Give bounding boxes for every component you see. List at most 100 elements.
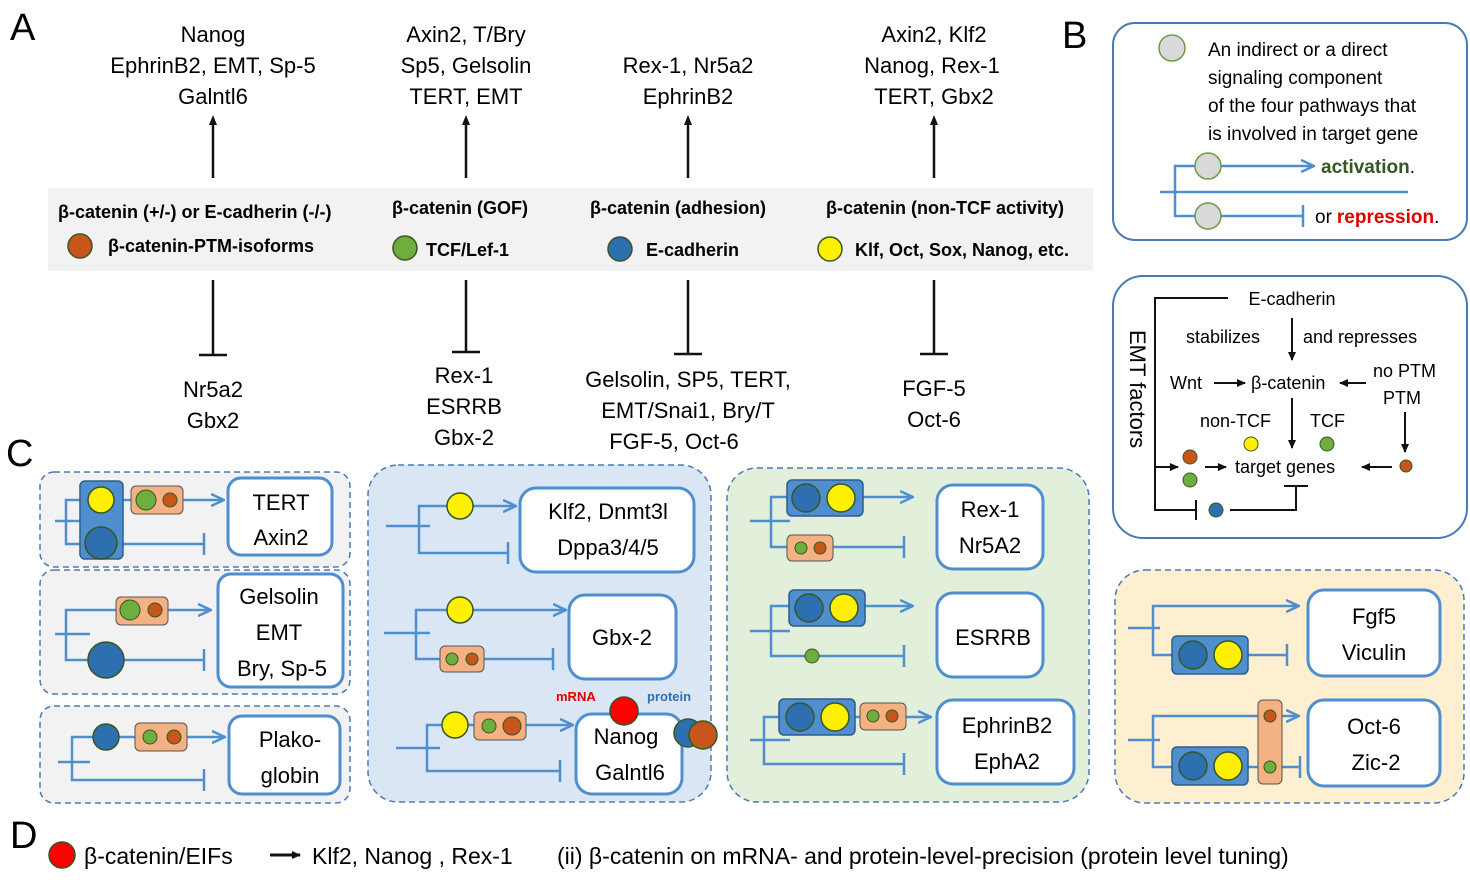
ptm-isoform-icon bbox=[1263, 709, 1277, 723]
component-label: β-catenin-PTM-isoforms bbox=[108, 236, 314, 256]
ptm-isoform-icon bbox=[465, 652, 479, 666]
component-label: E-cadherin bbox=[646, 240, 739, 260]
target-gene-line: ESRRB bbox=[955, 625, 1031, 650]
ecadherin-icon bbox=[1178, 640, 1208, 670]
activated-genes-line: Galntl6 bbox=[178, 84, 248, 109]
repressed-genes-line: Rex-1 bbox=[435, 363, 494, 388]
ptm-label: PTM bbox=[1383, 388, 1421, 408]
activated-genes-line: Axin2, T/Bry bbox=[406, 22, 525, 47]
yellow-factor-icon bbox=[441, 711, 469, 739]
tcf-icon bbox=[135, 489, 157, 511]
emt-box bbox=[1112, 275, 1468, 539]
ptm-isoform-dot bbox=[1399, 459, 1413, 473]
repression-line bbox=[64, 634, 204, 662]
ecadherin-icon bbox=[785, 702, 815, 732]
target-gene-line: Rex-1 bbox=[961, 497, 1020, 522]
repression-line bbox=[769, 631, 904, 658]
activation-arrow bbox=[769, 497, 912, 521]
activation-arrow bbox=[1151, 606, 1298, 628]
tcf-label: TCF bbox=[1310, 411, 1345, 431]
activation-arrow bbox=[1151, 716, 1298, 740]
target-gene-line: Galntl6 bbox=[595, 760, 665, 785]
ptm-isoform-icon bbox=[813, 541, 827, 555]
pathway-column-3: Rex-1, Nr5a2 EphrinB2 β-catenin (adhesio… bbox=[585, 53, 791, 454]
target-gene-box bbox=[226, 476, 334, 557]
yellow-factor-icon bbox=[820, 702, 850, 732]
tcf-dot bbox=[1319, 436, 1335, 452]
legend-activation-text: activation. bbox=[1321, 157, 1415, 178]
panel-a: Nanog EphrinB2, EMT, Sp-5 Galntl6 β-cate… bbox=[48, 22, 1093, 454]
panel-c-green-group: Rex-1 Nr5A2 ESRRB EphrinB2 EphA2 bbox=[726, 467, 1090, 803]
tcf-icon bbox=[119, 599, 141, 621]
signaling-component-icon bbox=[1158, 34, 1186, 62]
tcf-icon bbox=[445, 652, 459, 666]
target-gene-line: Bry, Sp-5 bbox=[237, 656, 327, 681]
target-gene-line: Nr5A2 bbox=[959, 533, 1021, 558]
complex-box bbox=[786, 534, 834, 562]
target-gene-box bbox=[567, 593, 678, 681]
repressed-genes-line: FGF-5, Oct-6 bbox=[609, 429, 739, 454]
target-gene-line: EphrinB2 bbox=[962, 713, 1053, 738]
repressed-genes-line: ESRRB bbox=[426, 394, 502, 419]
repressed-genes-line: Gbx2 bbox=[187, 408, 240, 433]
tcf-icon bbox=[794, 541, 808, 555]
tcf-icon bbox=[866, 709, 880, 723]
target-gene-line: Nanog bbox=[594, 724, 659, 749]
yellow-factor-icon bbox=[446, 492, 474, 520]
activation-word: activation bbox=[1321, 157, 1410, 178]
panel-d-targets: Klf2, Nanog , Rex-1 bbox=[312, 843, 513, 869]
target-gene-box bbox=[518, 486, 696, 574]
repression-line bbox=[1151, 740, 1300, 769]
component-dot-ptm-isoforms bbox=[67, 233, 93, 259]
panel-letter-d: D bbox=[10, 815, 37, 857]
yellow-factor-icon bbox=[829, 593, 859, 623]
ptm-isoform-icon bbox=[688, 720, 718, 750]
target-gene-line: Axin2 bbox=[253, 525, 308, 550]
panel-c-yellow-group: Fgf5 Viculin Oct-6 Zic-2 bbox=[1114, 569, 1465, 804]
repressed-genes-line: EMT/Snai1, Bry/T bbox=[601, 398, 775, 423]
activation-arrow bbox=[414, 610, 565, 633]
represses-label: and represses bbox=[1303, 327, 1417, 347]
target-gene-line: Dppa3/4/5 bbox=[557, 535, 659, 560]
ecadherin-icon bbox=[92, 723, 120, 751]
ecadherin-icon bbox=[794, 593, 824, 623]
activation-arrow bbox=[417, 506, 515, 526]
ecadherin-icon bbox=[84, 526, 118, 560]
repressed-genes-line: Gbx-2 bbox=[434, 425, 494, 450]
activated-genes-line: TERT, EMT bbox=[409, 84, 522, 109]
pathway-state-label: β-catenin (GOF) bbox=[392, 198, 528, 218]
legend-line: signaling component bbox=[1208, 68, 1383, 89]
target-gene-line: globin bbox=[261, 763, 320, 788]
panel-c-blue-group: Klf2, Dnmt3l Dppa3/4/5 Gbx-2 Nanog Galnt… bbox=[367, 464, 718, 803]
repression-line bbox=[414, 633, 553, 661]
repression-line bbox=[64, 521, 204, 546]
complex-box bbox=[1257, 699, 1283, 785]
pathway-column-2: Axin2, T/Bry Sp5, Gelsolin TERT, EMT β-c… bbox=[392, 22, 531, 450]
yellow-factor-icon bbox=[1213, 751, 1243, 781]
ecadherin-icon bbox=[791, 483, 821, 513]
legend-line: is involved in target gene bbox=[1208, 124, 1418, 145]
target-gene-line: Oct-6 bbox=[1347, 714, 1401, 739]
target-genes-label: target genes bbox=[1235, 457, 1335, 477]
protein-label: protein bbox=[647, 689, 691, 704]
repression-line bbox=[70, 762, 204, 782]
component-label: TCF/Lef-1 bbox=[426, 240, 509, 260]
target-gene-line: EMT bbox=[256, 620, 302, 645]
ecadherin-icon bbox=[87, 641, 125, 679]
wnt-label: Wnt bbox=[1170, 373, 1202, 393]
repression-line bbox=[417, 526, 508, 555]
component-label: Klf, Oct, Sox, Nanog, etc. bbox=[855, 240, 1069, 260]
legend-line: of the four pathways that bbox=[1208, 96, 1417, 117]
ptm-isoform-icon bbox=[885, 709, 899, 723]
target-gene-line: Plako- bbox=[259, 727, 321, 752]
repression-line bbox=[762, 740, 904, 766]
yellow-factor-icon bbox=[826, 483, 856, 513]
repressed-genes-line: Nr5a2 bbox=[183, 377, 243, 402]
pathway-band bbox=[48, 188, 1093, 271]
ecad-repression-line bbox=[1230, 486, 1297, 511]
legend-repression-line bbox=[1173, 192, 1303, 218]
pathway-state-label: β-catenin (+/-) or E-cadherin (-/-) bbox=[58, 202, 332, 222]
tcf-icon bbox=[804, 648, 820, 664]
target-gene-line: Viculin bbox=[1342, 640, 1406, 665]
